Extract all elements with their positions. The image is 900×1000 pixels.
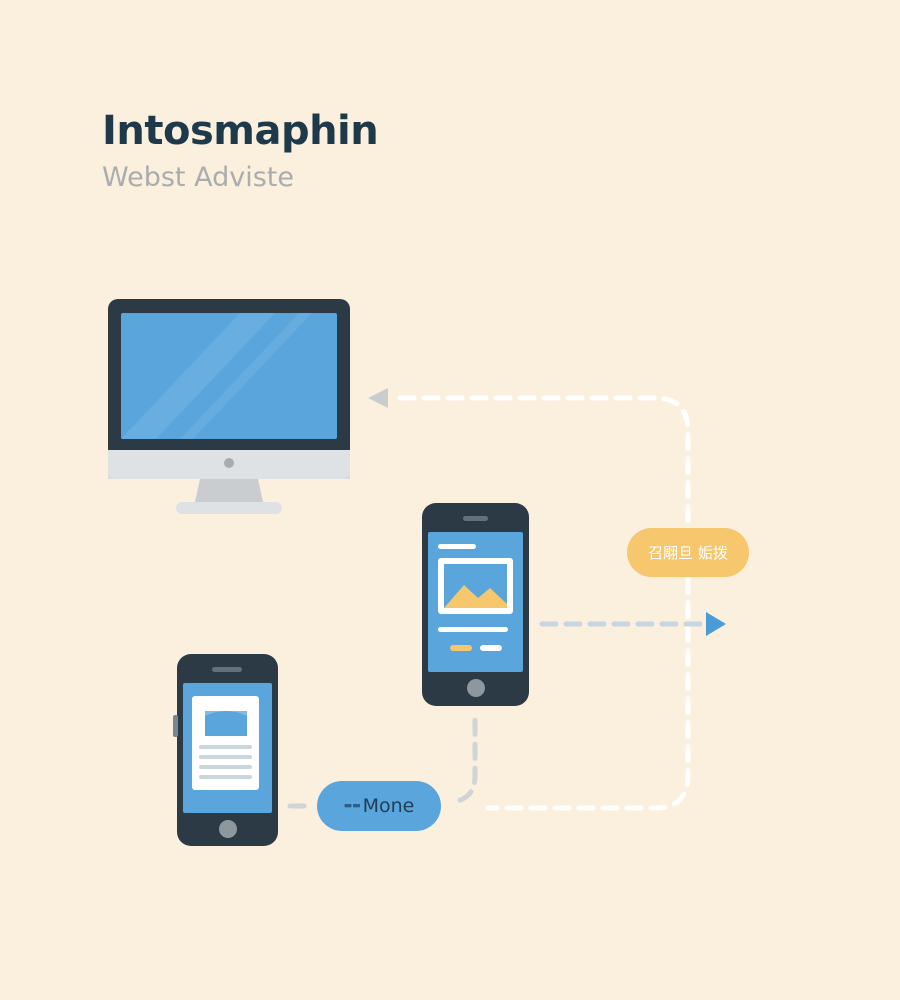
- connector-desktop-loop: [397, 395, 691, 811]
- desktop-monitor-icon: [108, 299, 350, 514]
- document-icon: [192, 696, 259, 790]
- smartphone-icon: [173, 654, 278, 846]
- page-subtitle: Webst Adviste: [102, 162, 294, 193]
- more-pill-label: Mone: [362, 795, 415, 817]
- page-title: Intosmaphin: [102, 108, 379, 154]
- yellow-label-pill: 召翢旦 姤拨: [627, 528, 749, 577]
- tablet-phone-icon: [422, 503, 529, 706]
- arrow-left-icon: [368, 388, 388, 408]
- pill-mark: ▬▬: [343, 801, 361, 811]
- connector-phone-to-tablet: [457, 715, 478, 803]
- connectors: [287, 395, 703, 811]
- arrow-right-icon: [706, 612, 726, 636]
- image-icon: [438, 558, 513, 614]
- more-pill-button[interactable]: ▬▬ Mone: [317, 781, 441, 831]
